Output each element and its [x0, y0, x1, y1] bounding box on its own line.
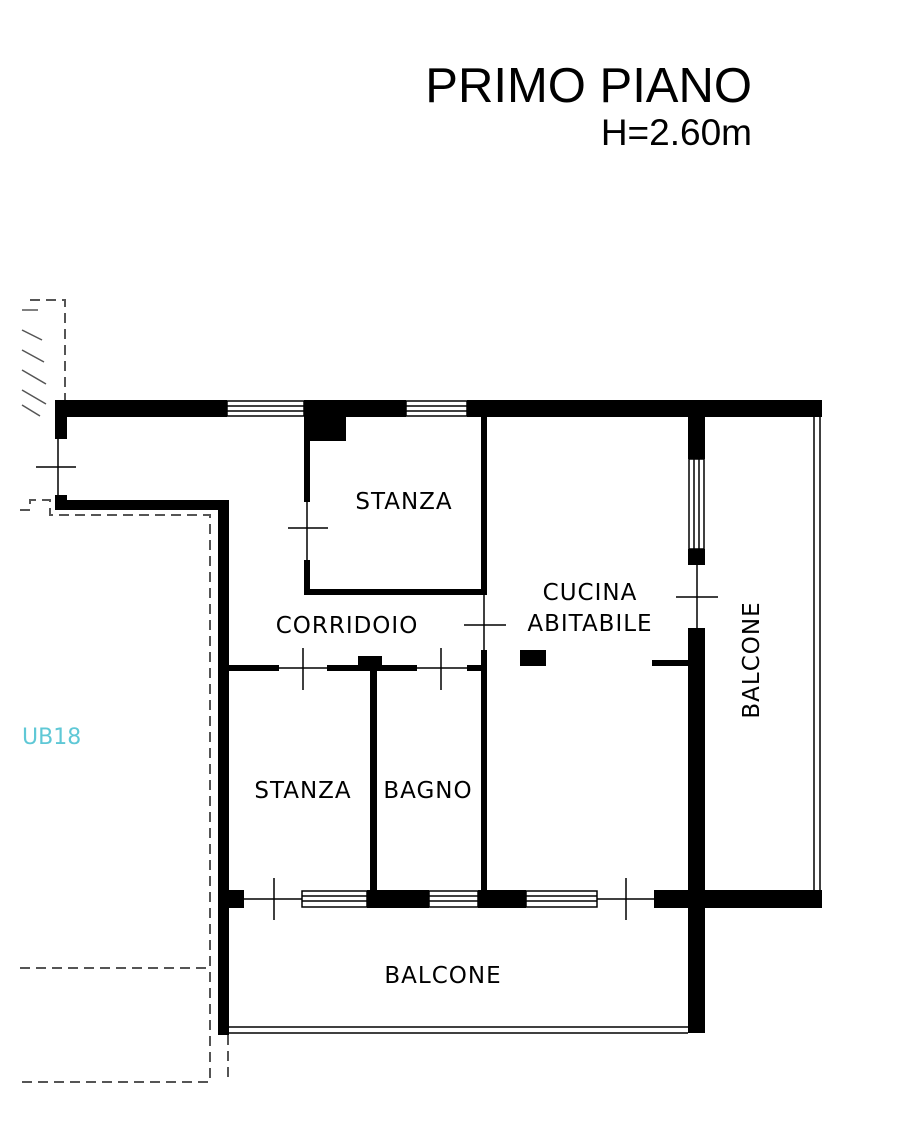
door-openings — [36, 439, 718, 920]
walls — [55, 400, 822, 1035]
room-label-stanza-top: STANZA — [355, 489, 452, 515]
room-label-corridoio: CORRIDOIO — [276, 613, 419, 639]
neighbor-dashed-outline — [20, 299, 229, 1083]
ceiling-height: H=2.60m — [600, 112, 752, 153]
room-label-cucina: CUCINA — [543, 580, 638, 606]
room-label-balcone-right: BALCONE — [739, 601, 765, 718]
plan-title: PRIMO PIANO — [425, 59, 752, 113]
room-label-stanza-bottom: STANZA — [254, 778, 351, 804]
room-label-balcone-bottom: BALCONE — [384, 963, 501, 989]
neighbor-stair-marks — [21, 309, 47, 417]
windows — [226, 400, 705, 908]
room-label-bagno: BAGNO — [383, 778, 472, 804]
room-label-abitabile: ABITABILE — [527, 611, 652, 637]
neighbor-unit-label: UB18 — [22, 725, 81, 750]
balcony-railings — [229, 417, 821, 1034]
